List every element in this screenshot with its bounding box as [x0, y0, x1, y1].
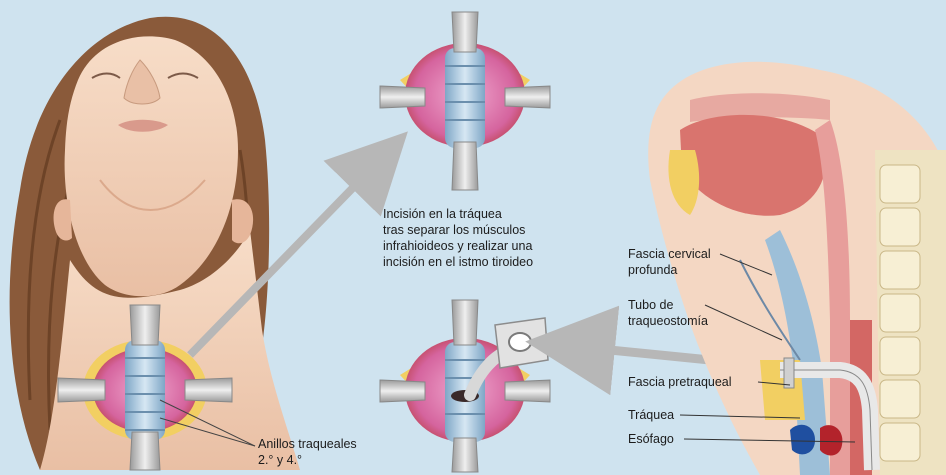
bot-retractor-bottom: [452, 438, 478, 472]
incision-view-top: [380, 12, 550, 190]
bot-retractor-top: [452, 300, 478, 345]
top-trachea: [445, 48, 485, 148]
bot-retractor-right: [505, 380, 550, 402]
vessels: [790, 425, 815, 455]
top-retractor-top: [452, 12, 478, 52]
label-tubo-traqueostomia: Tubo de traqueostomía: [628, 297, 748, 329]
incision-caption: Incisión en la tráquea tras separar los …: [383, 206, 583, 270]
vertebrae: [880, 165, 920, 461]
tube-insertion-view: [380, 300, 550, 472]
retractor-left: [58, 378, 105, 402]
label-anillos-traqueales: Anillos traqueales 2.° y 4.°: [258, 436, 398, 468]
top-retractor-left: [380, 86, 425, 108]
top-retractor-right: [505, 86, 550, 108]
retractor-top: [130, 305, 160, 345]
tube-opening: [509, 333, 531, 351]
label-esofago: Esófago: [628, 431, 748, 447]
retractor-right: [185, 378, 232, 402]
label-traquea: Tráquea: [628, 407, 748, 423]
label-fascia-pretraqueal: Fascia pretraqueal: [628, 374, 788, 390]
top-retractor-bottom: [452, 142, 478, 190]
label-fascia-cervical: Fascia cervical profunda: [628, 246, 748, 278]
bot-retractor-left: [380, 380, 425, 402]
trachea-exposed: [125, 340, 165, 440]
retractor-bottom: [130, 432, 160, 470]
